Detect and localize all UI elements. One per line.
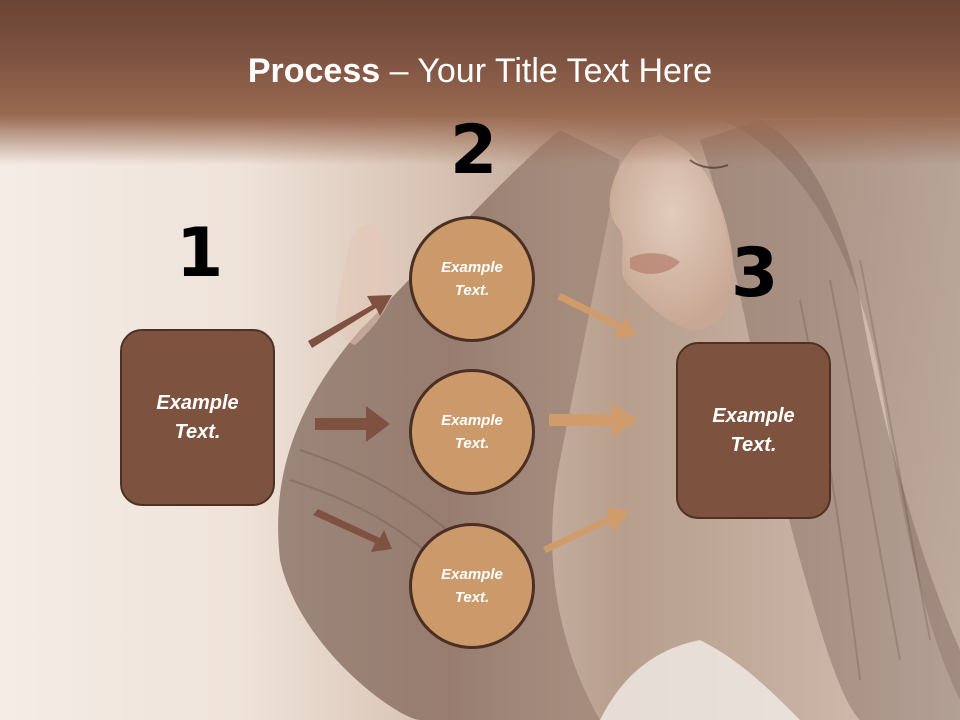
circle-1-text: Example Text. <box>441 259 503 299</box>
arrow-to-circle-1 <box>308 295 392 348</box>
title-bold: Process <box>247 52 381 90</box>
circle-3-text: Example Text. <box>441 566 503 606</box>
step-1-box: Example Text. <box>120 329 275 506</box>
circle-3: Example Text. <box>409 523 535 649</box>
title-bar: Process – Your Title Text Here <box>0 0 960 165</box>
step-3-text: Example Text. <box>712 404 795 456</box>
arrow-from-circle-1 <box>557 293 636 338</box>
slide-title: Process – Your Title Text Here <box>0 52 960 91</box>
step-number-1: 1 <box>176 214 224 293</box>
arrow-to-circle-2 <box>315 406 390 442</box>
step-3-box: Example Text. <box>676 342 831 519</box>
arrow-from-circle-3 <box>543 507 630 553</box>
step-1-text: Example Text. <box>156 391 239 443</box>
step-number-2: 2 <box>450 111 498 190</box>
arrow-to-circle-3 <box>313 509 392 552</box>
circle-2: Example Text. <box>409 369 535 495</box>
title-rest: – Your Title Text Here <box>380 52 713 90</box>
step-number-3: 3 <box>731 234 779 313</box>
circle-2-text: Example Text. <box>441 412 503 452</box>
circle-1: Example Text. <box>409 216 535 342</box>
arrow-from-circle-2 <box>549 403 638 437</box>
